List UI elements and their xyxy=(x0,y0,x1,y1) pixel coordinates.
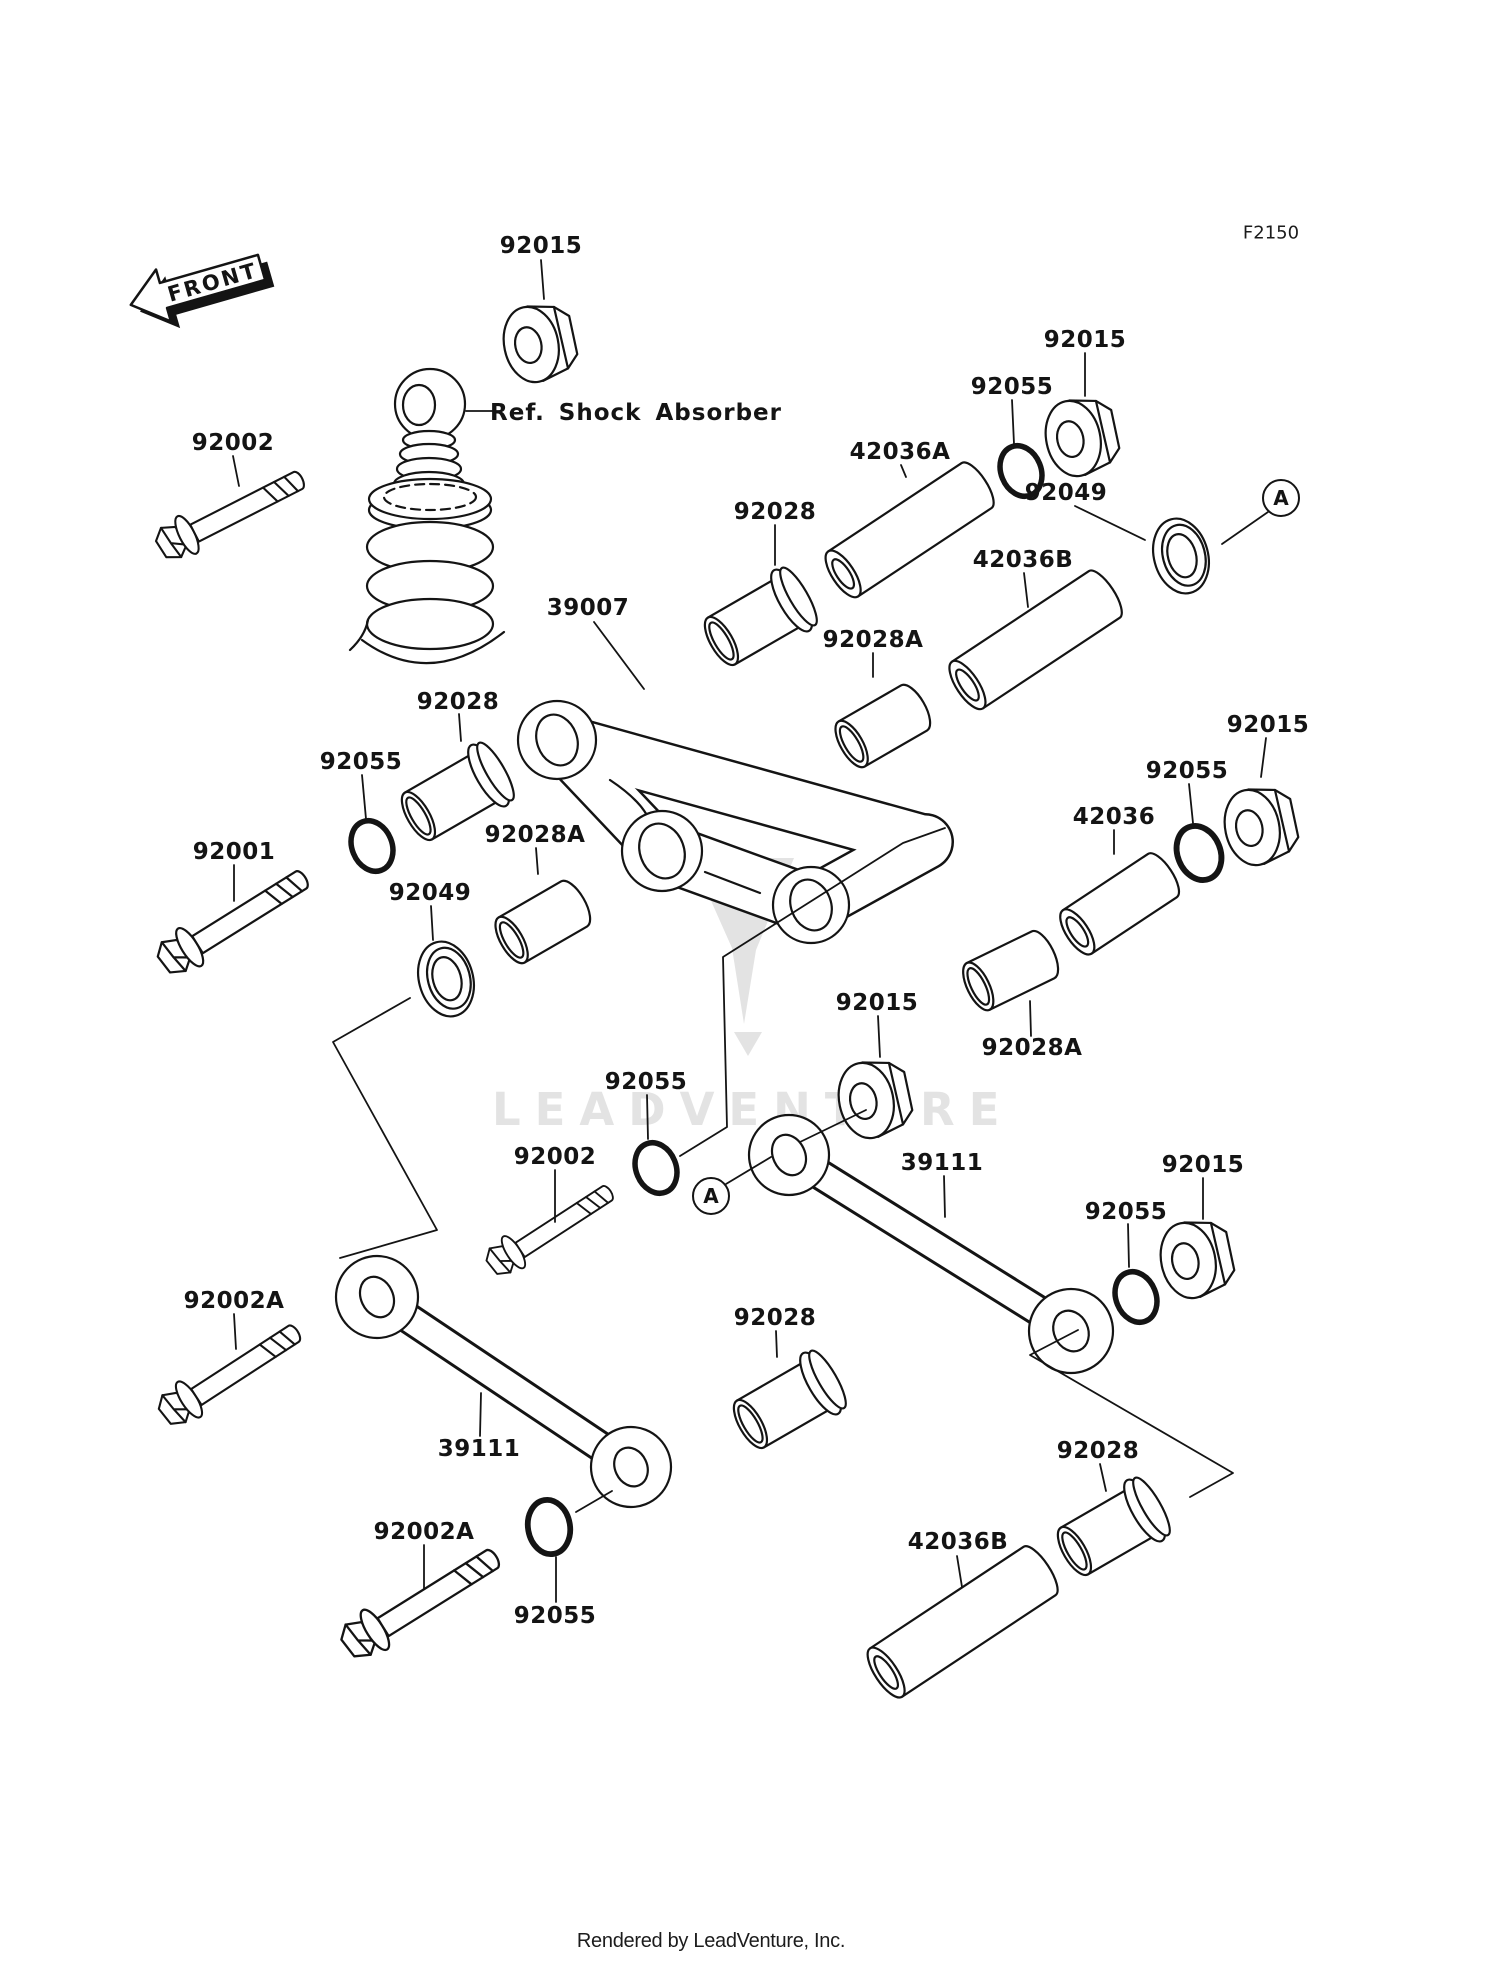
part-label: 92028A xyxy=(981,1035,1083,1061)
bushing-92028 xyxy=(1046,1470,1178,1588)
bushing-92028a xyxy=(828,678,938,774)
bushing-92028 xyxy=(693,560,825,678)
part-label: 39111 xyxy=(437,1436,521,1462)
part-label: 92049 xyxy=(388,880,472,906)
detail-marker-a: A xyxy=(1262,479,1300,517)
part-label: 92049 xyxy=(1024,480,1108,506)
detail-marker-a: A xyxy=(692,1177,730,1215)
part-label: 92055 xyxy=(513,1603,597,1629)
part-label: 92002 xyxy=(191,430,275,456)
bolt-92002a xyxy=(151,1311,309,1435)
part-label: 92055 xyxy=(1084,1199,1168,1225)
ref-shock-note: Ref. Shock Absorber xyxy=(490,400,782,426)
oring-92055 xyxy=(1108,1265,1165,1328)
part-label: 92028 xyxy=(1056,1438,1140,1464)
part-label: 42036B xyxy=(907,1529,1009,1555)
leader-lines xyxy=(232,259,1269,1603)
tie-rod-39111-upper xyxy=(747,1113,1115,1375)
seal-92049 xyxy=(408,934,484,1024)
watermark-text: LEADVENTURE xyxy=(492,1083,1014,1136)
part-label: 92028 xyxy=(733,1305,817,1331)
oring-92055 xyxy=(524,1496,575,1557)
render-credit: Rendered by LeadVenture, Inc. xyxy=(576,1930,846,1952)
shock-absorber xyxy=(348,367,506,665)
oring-92055 xyxy=(628,1136,685,1199)
front-arrow: FRONT xyxy=(129,253,275,329)
part-label: 92002 xyxy=(513,1144,597,1170)
part-label: 92055 xyxy=(604,1069,688,1095)
part-label: 92015 xyxy=(1161,1152,1245,1178)
part-label: 42036B xyxy=(972,547,1074,573)
nut-92015 xyxy=(1216,780,1304,872)
rocker-arm-39007 xyxy=(516,699,954,945)
part-label: 92002A xyxy=(373,1519,475,1545)
diagram-code: F2150 xyxy=(1242,222,1300,244)
part-label: 92055 xyxy=(970,374,1054,400)
collar-42036b xyxy=(866,1545,1059,1699)
tie-rod-39111-lower xyxy=(334,1254,673,1509)
part-label: 92015 xyxy=(835,990,919,1016)
part-label: 42036 xyxy=(1072,804,1156,830)
part-label: 92028 xyxy=(733,499,817,525)
part-label: 92015 xyxy=(1226,712,1310,738)
collar-42036a xyxy=(824,461,995,599)
bolt-92002 xyxy=(479,1173,621,1284)
part-label: 92028A xyxy=(484,822,586,848)
nut-92015 xyxy=(1037,391,1125,483)
collar-42036 xyxy=(1059,852,1181,956)
part-label: 92001 xyxy=(192,839,276,865)
bolt-92002a xyxy=(333,1533,509,1669)
nut-92015 xyxy=(495,297,583,389)
bushing-92028a xyxy=(488,874,598,970)
nut-92015 xyxy=(1152,1213,1240,1305)
part-label: 39007 xyxy=(546,595,630,621)
nut-92015 xyxy=(830,1053,918,1145)
part-label: 92055 xyxy=(1145,758,1229,784)
part-label: 39111 xyxy=(900,1150,984,1176)
part-label: 92015 xyxy=(499,233,583,259)
part-label: 92002A xyxy=(183,1288,285,1314)
bushing-92028 xyxy=(722,1343,854,1461)
bushing-92028a xyxy=(955,925,1066,1016)
collar-42036b xyxy=(948,569,1123,711)
part-label: 92028 xyxy=(416,689,500,715)
part-label: 92015 xyxy=(1043,327,1127,353)
part-label: 42036A xyxy=(849,439,951,465)
oring-92055 xyxy=(344,814,401,877)
part-label: 92028A xyxy=(822,627,924,653)
part-label: 92055 xyxy=(319,749,403,775)
oring-92055 xyxy=(1169,819,1230,887)
seal-92049 xyxy=(1143,511,1219,601)
bolt-92002 xyxy=(149,457,312,569)
